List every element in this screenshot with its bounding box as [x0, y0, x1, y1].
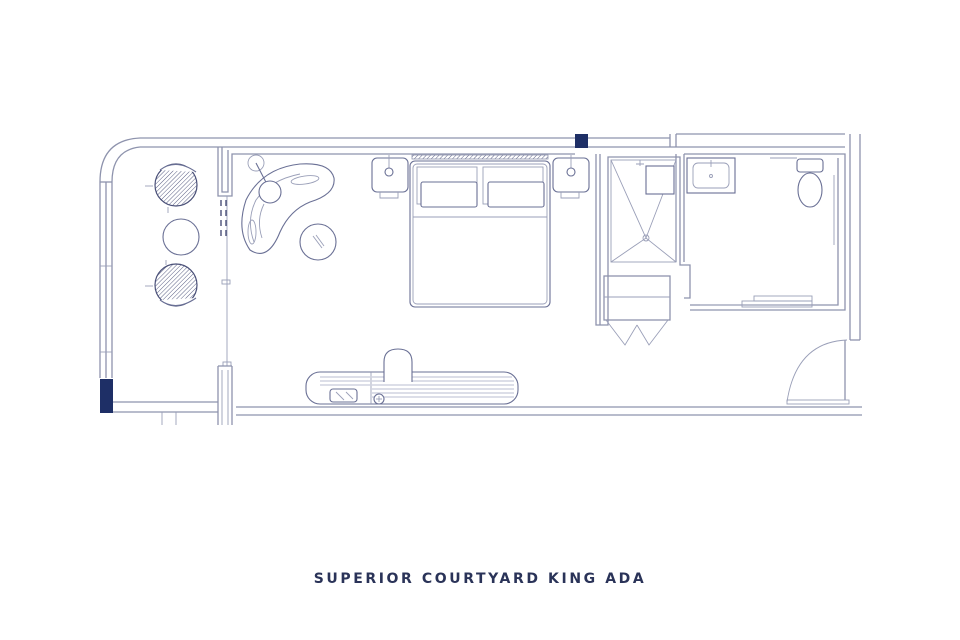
sliding-door — [700, 295, 813, 308]
nightstand-right — [552, 155, 590, 199]
toilet — [770, 157, 824, 208]
roll-in-shower — [610, 159, 677, 263]
balcony-side-table — [162, 218, 200, 256]
exterior-walls — [99, 133, 862, 425]
closet — [603, 275, 671, 346]
balcony-partition — [217, 147, 575, 425]
entry-door — [786, 339, 850, 405]
king-bed — [409, 154, 551, 308]
structural-column-top — [575, 134, 588, 148]
round-ottoman — [299, 223, 337, 261]
sink-vanity — [686, 157, 736, 194]
desk-dresser — [305, 371, 519, 405]
balcony-chair-bottom — [145, 260, 198, 307]
floor-plan-caption: SUPERIOR COURTYARD KING ADA — [313, 571, 647, 587]
chaise-lounge — [241, 154, 335, 254]
nightstand-left — [371, 155, 409, 199]
structural-column-left — [100, 379, 113, 413]
desk-chair — [383, 348, 413, 382]
balcony-chair-top — [145, 163, 198, 213]
